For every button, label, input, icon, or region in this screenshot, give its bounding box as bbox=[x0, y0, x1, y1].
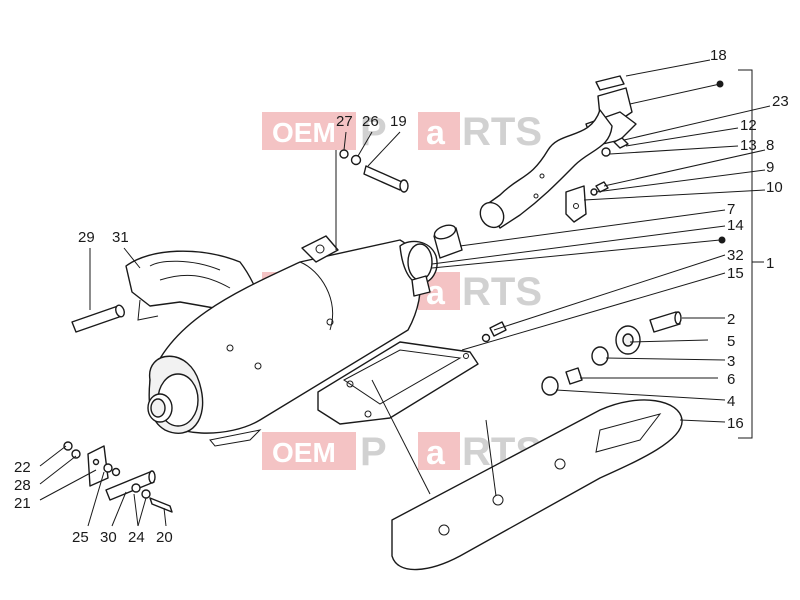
callout-20: 20 bbox=[156, 529, 173, 546]
nut-12 bbox=[613, 137, 629, 149]
silencer-bracket bbox=[317, 341, 479, 425]
watermark-p-text: P bbox=[360, 430, 387, 474]
callout-12: 12 bbox=[740, 117, 757, 134]
watermark-p-text: P bbox=[360, 110, 387, 154]
tailpipe-inner bbox=[150, 398, 166, 418]
spacer-6 bbox=[565, 367, 583, 385]
exhaust-manifold bbox=[479, 75, 637, 229]
watermark-rts-text: RTS bbox=[462, 270, 542, 314]
cover-body bbox=[391, 399, 683, 571]
pin-body bbox=[71, 305, 123, 333]
washer-15 bbox=[481, 333, 491, 343]
watermark-oem-text: OEM bbox=[272, 437, 336, 468]
callout-14: 14 bbox=[727, 217, 744, 234]
callout-3: 3 bbox=[727, 353, 735, 370]
callout-30: 30 bbox=[100, 529, 117, 546]
manifold-outlet bbox=[479, 201, 505, 229]
bracket-plate bbox=[317, 341, 479, 425]
manifold-fasteners bbox=[590, 137, 629, 196]
callout-19: 19 bbox=[390, 113, 407, 130]
side-hardware bbox=[63, 441, 173, 513]
callout-labels: 18 23 12 13 8 9 10 7 14 32 15 1 2 5 3 6 … bbox=[14, 47, 789, 546]
callout-16: 16 bbox=[727, 415, 744, 432]
washer-27 bbox=[339, 149, 349, 159]
watermark-a-text: a bbox=[426, 434, 446, 472]
callout-31: 31 bbox=[112, 229, 129, 246]
watermark-top: OEM P a RTS bbox=[262, 110, 542, 154]
washer-13 bbox=[601, 147, 611, 157]
callout-22: 22 bbox=[14, 459, 31, 476]
leader-lines bbox=[39, 59, 771, 527]
callout-9: 9 bbox=[766, 159, 774, 176]
callout-32: 32 bbox=[727, 247, 744, 264]
callout-8: 8 bbox=[766, 137, 774, 154]
screw-8 bbox=[595, 181, 609, 193]
callout-15: 15 bbox=[727, 265, 744, 282]
pin-29 bbox=[71, 304, 125, 333]
nut-22 bbox=[63, 441, 73, 451]
watermark-a-text: a bbox=[426, 114, 446, 152]
callout-1: 1 bbox=[766, 255, 774, 272]
callout-4: 4 bbox=[727, 393, 735, 410]
callout-7: 7 bbox=[727, 201, 735, 218]
clamp-14 bbox=[411, 275, 431, 297]
cover-fasteners bbox=[541, 311, 682, 396]
washer-28 bbox=[71, 449, 81, 459]
screw-19 bbox=[363, 165, 403, 191]
callout-27: 27 bbox=[336, 113, 353, 130]
callout-5: 5 bbox=[727, 333, 735, 350]
callout-2: 2 bbox=[727, 311, 735, 328]
watermark-a-text: a bbox=[426, 274, 446, 312]
washer-24 bbox=[131, 483, 141, 493]
top-screw-group bbox=[339, 149, 409, 193]
inlet-opening bbox=[407, 243, 433, 281]
washer-3 bbox=[591, 346, 609, 366]
exhaust-cover bbox=[391, 399, 683, 571]
bolt-2 bbox=[649, 311, 681, 333]
callout-25: 25 bbox=[72, 529, 89, 546]
watermark-oem-text: OEM bbox=[272, 117, 336, 148]
callout-24: 24 bbox=[128, 529, 145, 546]
gasket-sleeve bbox=[433, 224, 463, 259]
bushing-4 bbox=[541, 376, 559, 396]
washer-26 bbox=[350, 154, 362, 166]
callout-13: 13 bbox=[740, 137, 757, 154]
callout-28: 28 bbox=[14, 477, 31, 494]
callout-29: 29 bbox=[78, 229, 95, 246]
silencer-assembly bbox=[147, 235, 438, 447]
manifold-gasket bbox=[595, 75, 625, 91]
callout-10: 10 bbox=[766, 179, 783, 196]
callout-21: 21 bbox=[14, 495, 31, 512]
bolt-20 bbox=[149, 497, 173, 513]
sleeve-top bbox=[433, 224, 457, 240]
callout-18: 18 bbox=[710, 47, 727, 64]
callout-26: 26 bbox=[362, 113, 379, 130]
mount-bracket-top bbox=[301, 235, 339, 263]
watermark-rts-text: RTS bbox=[462, 110, 542, 154]
callout-23: 23 bbox=[772, 93, 789, 110]
callout-6: 6 bbox=[727, 371, 735, 388]
